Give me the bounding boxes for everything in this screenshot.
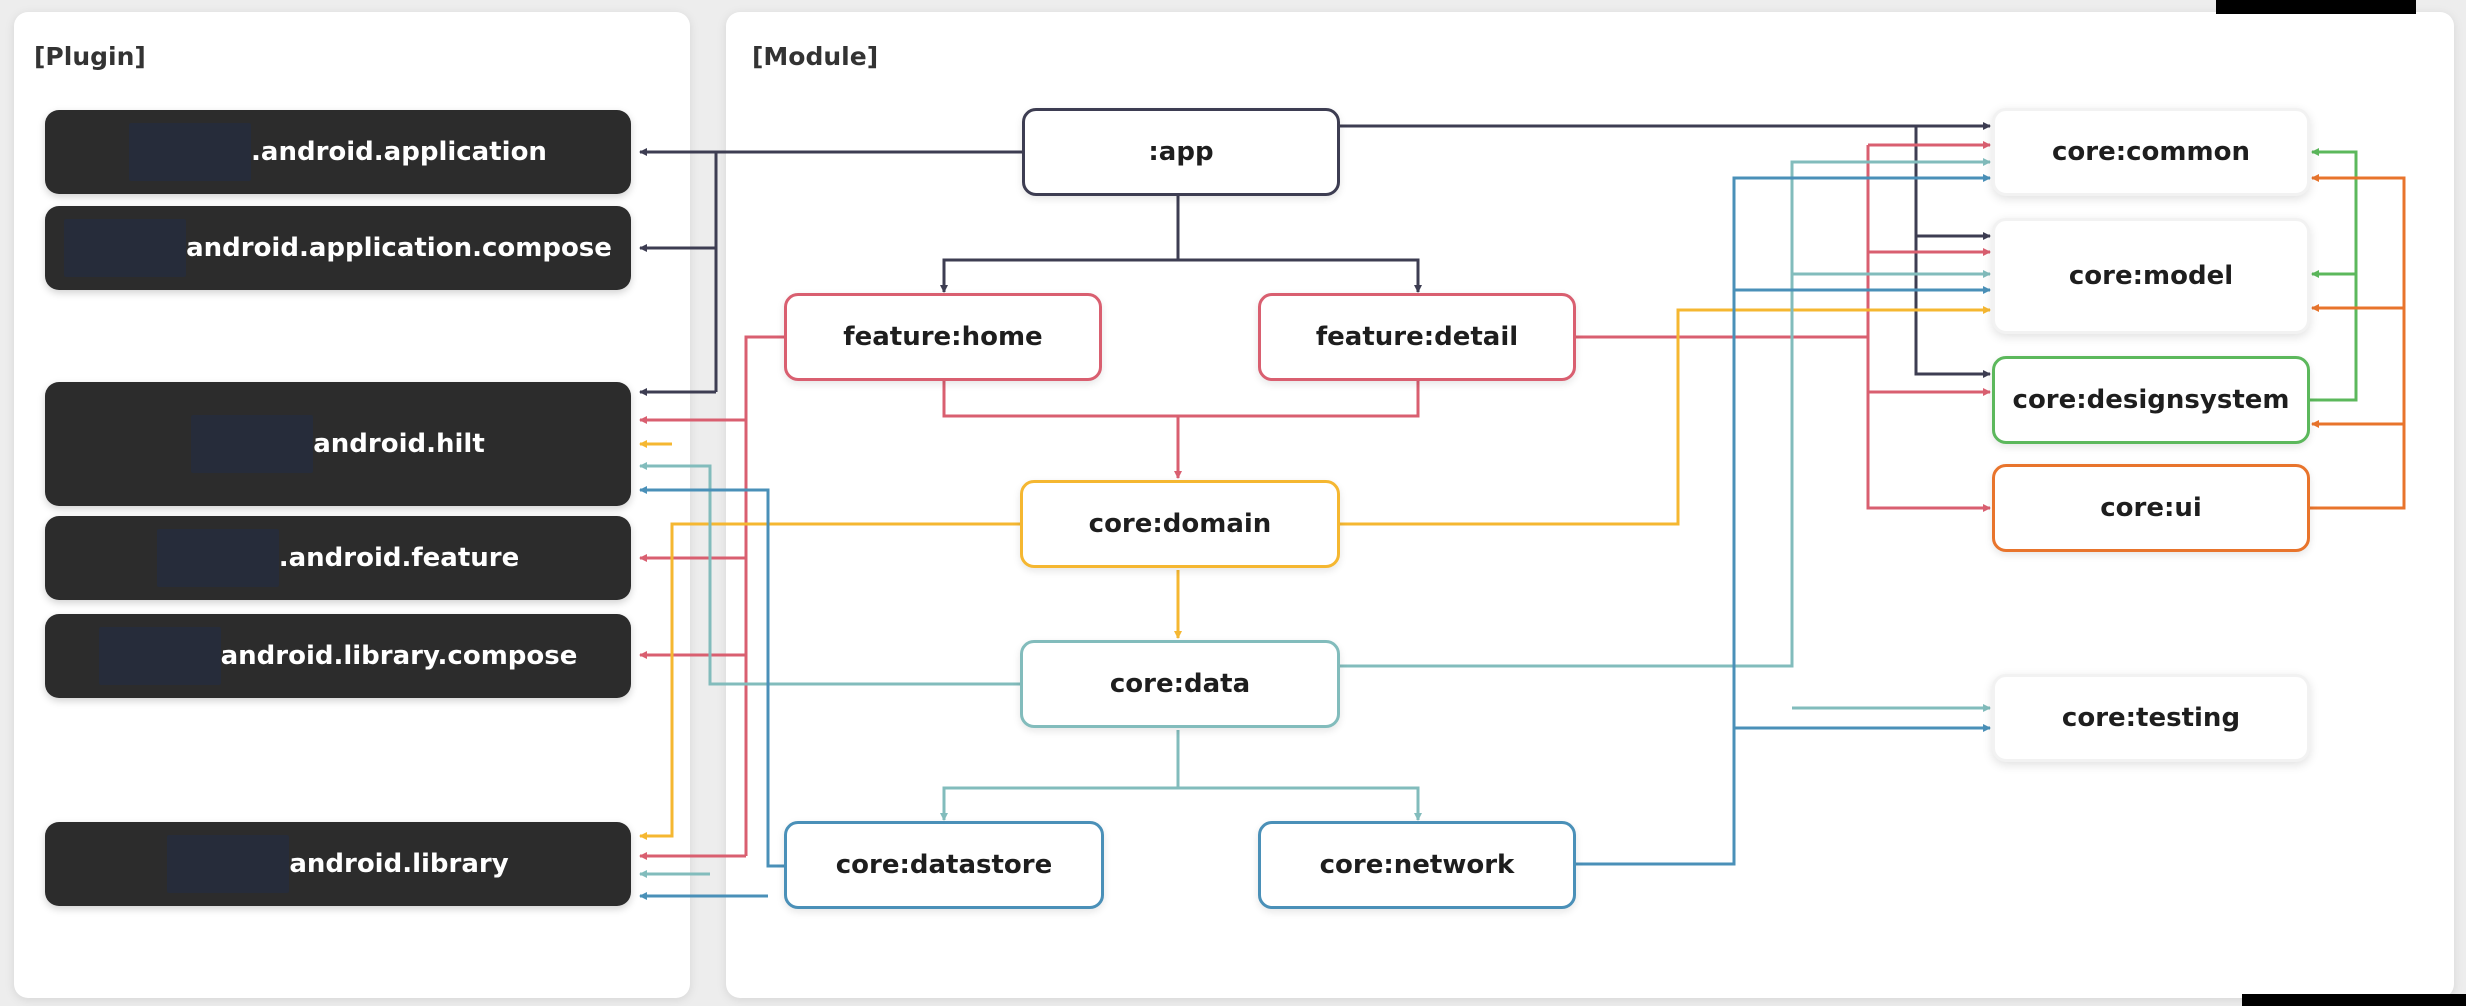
plugin-label: android.application.compose bbox=[186, 233, 612, 263]
module-core-testing: core:testing bbox=[1992, 674, 2310, 762]
plugin-android-feature: .android.feature bbox=[45, 516, 631, 600]
plugin-android-hilt: android.hilt bbox=[45, 382, 631, 506]
module-core-designsystem: core:designsystem bbox=[1992, 356, 2310, 444]
corner-bar-bottom bbox=[2242, 994, 2466, 1006]
module-core-network: core:network bbox=[1258, 821, 1576, 909]
module-core-model: core:model bbox=[1992, 218, 2310, 334]
plugin-label: .android.application bbox=[251, 137, 547, 167]
redacted-prefix bbox=[191, 415, 314, 473]
module-panel-title: [Module] bbox=[752, 42, 879, 71]
plugin-android-application-compose: android.application.compose bbox=[45, 206, 631, 290]
module-core-ui: core:ui bbox=[1992, 464, 2310, 552]
module-core-domain: core:domain bbox=[1020, 480, 1340, 568]
plugin-android-library: android.library bbox=[45, 822, 631, 906]
plugin-label: android.library bbox=[289, 849, 509, 879]
module-app: :app bbox=[1022, 108, 1340, 196]
plugin-label: android.hilt bbox=[313, 429, 485, 459]
module-core-data: core:data bbox=[1020, 640, 1340, 728]
redacted-prefix bbox=[64, 219, 187, 277]
plugin-android-library-compose: android.library.compose bbox=[45, 614, 631, 698]
module-core-datastore: core:datastore bbox=[784, 821, 1104, 909]
module-core-common: core:common bbox=[1992, 108, 2310, 196]
plugin-label: android.library.compose bbox=[220, 641, 578, 671]
plugin-panel-title: [Plugin] bbox=[34, 42, 146, 71]
redacted-prefix bbox=[167, 835, 290, 893]
plugin-label: .android.feature bbox=[278, 543, 520, 573]
redacted-prefix bbox=[156, 529, 279, 587]
redacted-prefix bbox=[129, 123, 252, 181]
corner-bar-top bbox=[2216, 0, 2416, 14]
module-feature-home: feature:home bbox=[784, 293, 1102, 381]
plugin-android-application: .android.application bbox=[45, 110, 631, 194]
module-feature-detail: feature:detail bbox=[1258, 293, 1576, 381]
redacted-prefix bbox=[98, 627, 221, 685]
